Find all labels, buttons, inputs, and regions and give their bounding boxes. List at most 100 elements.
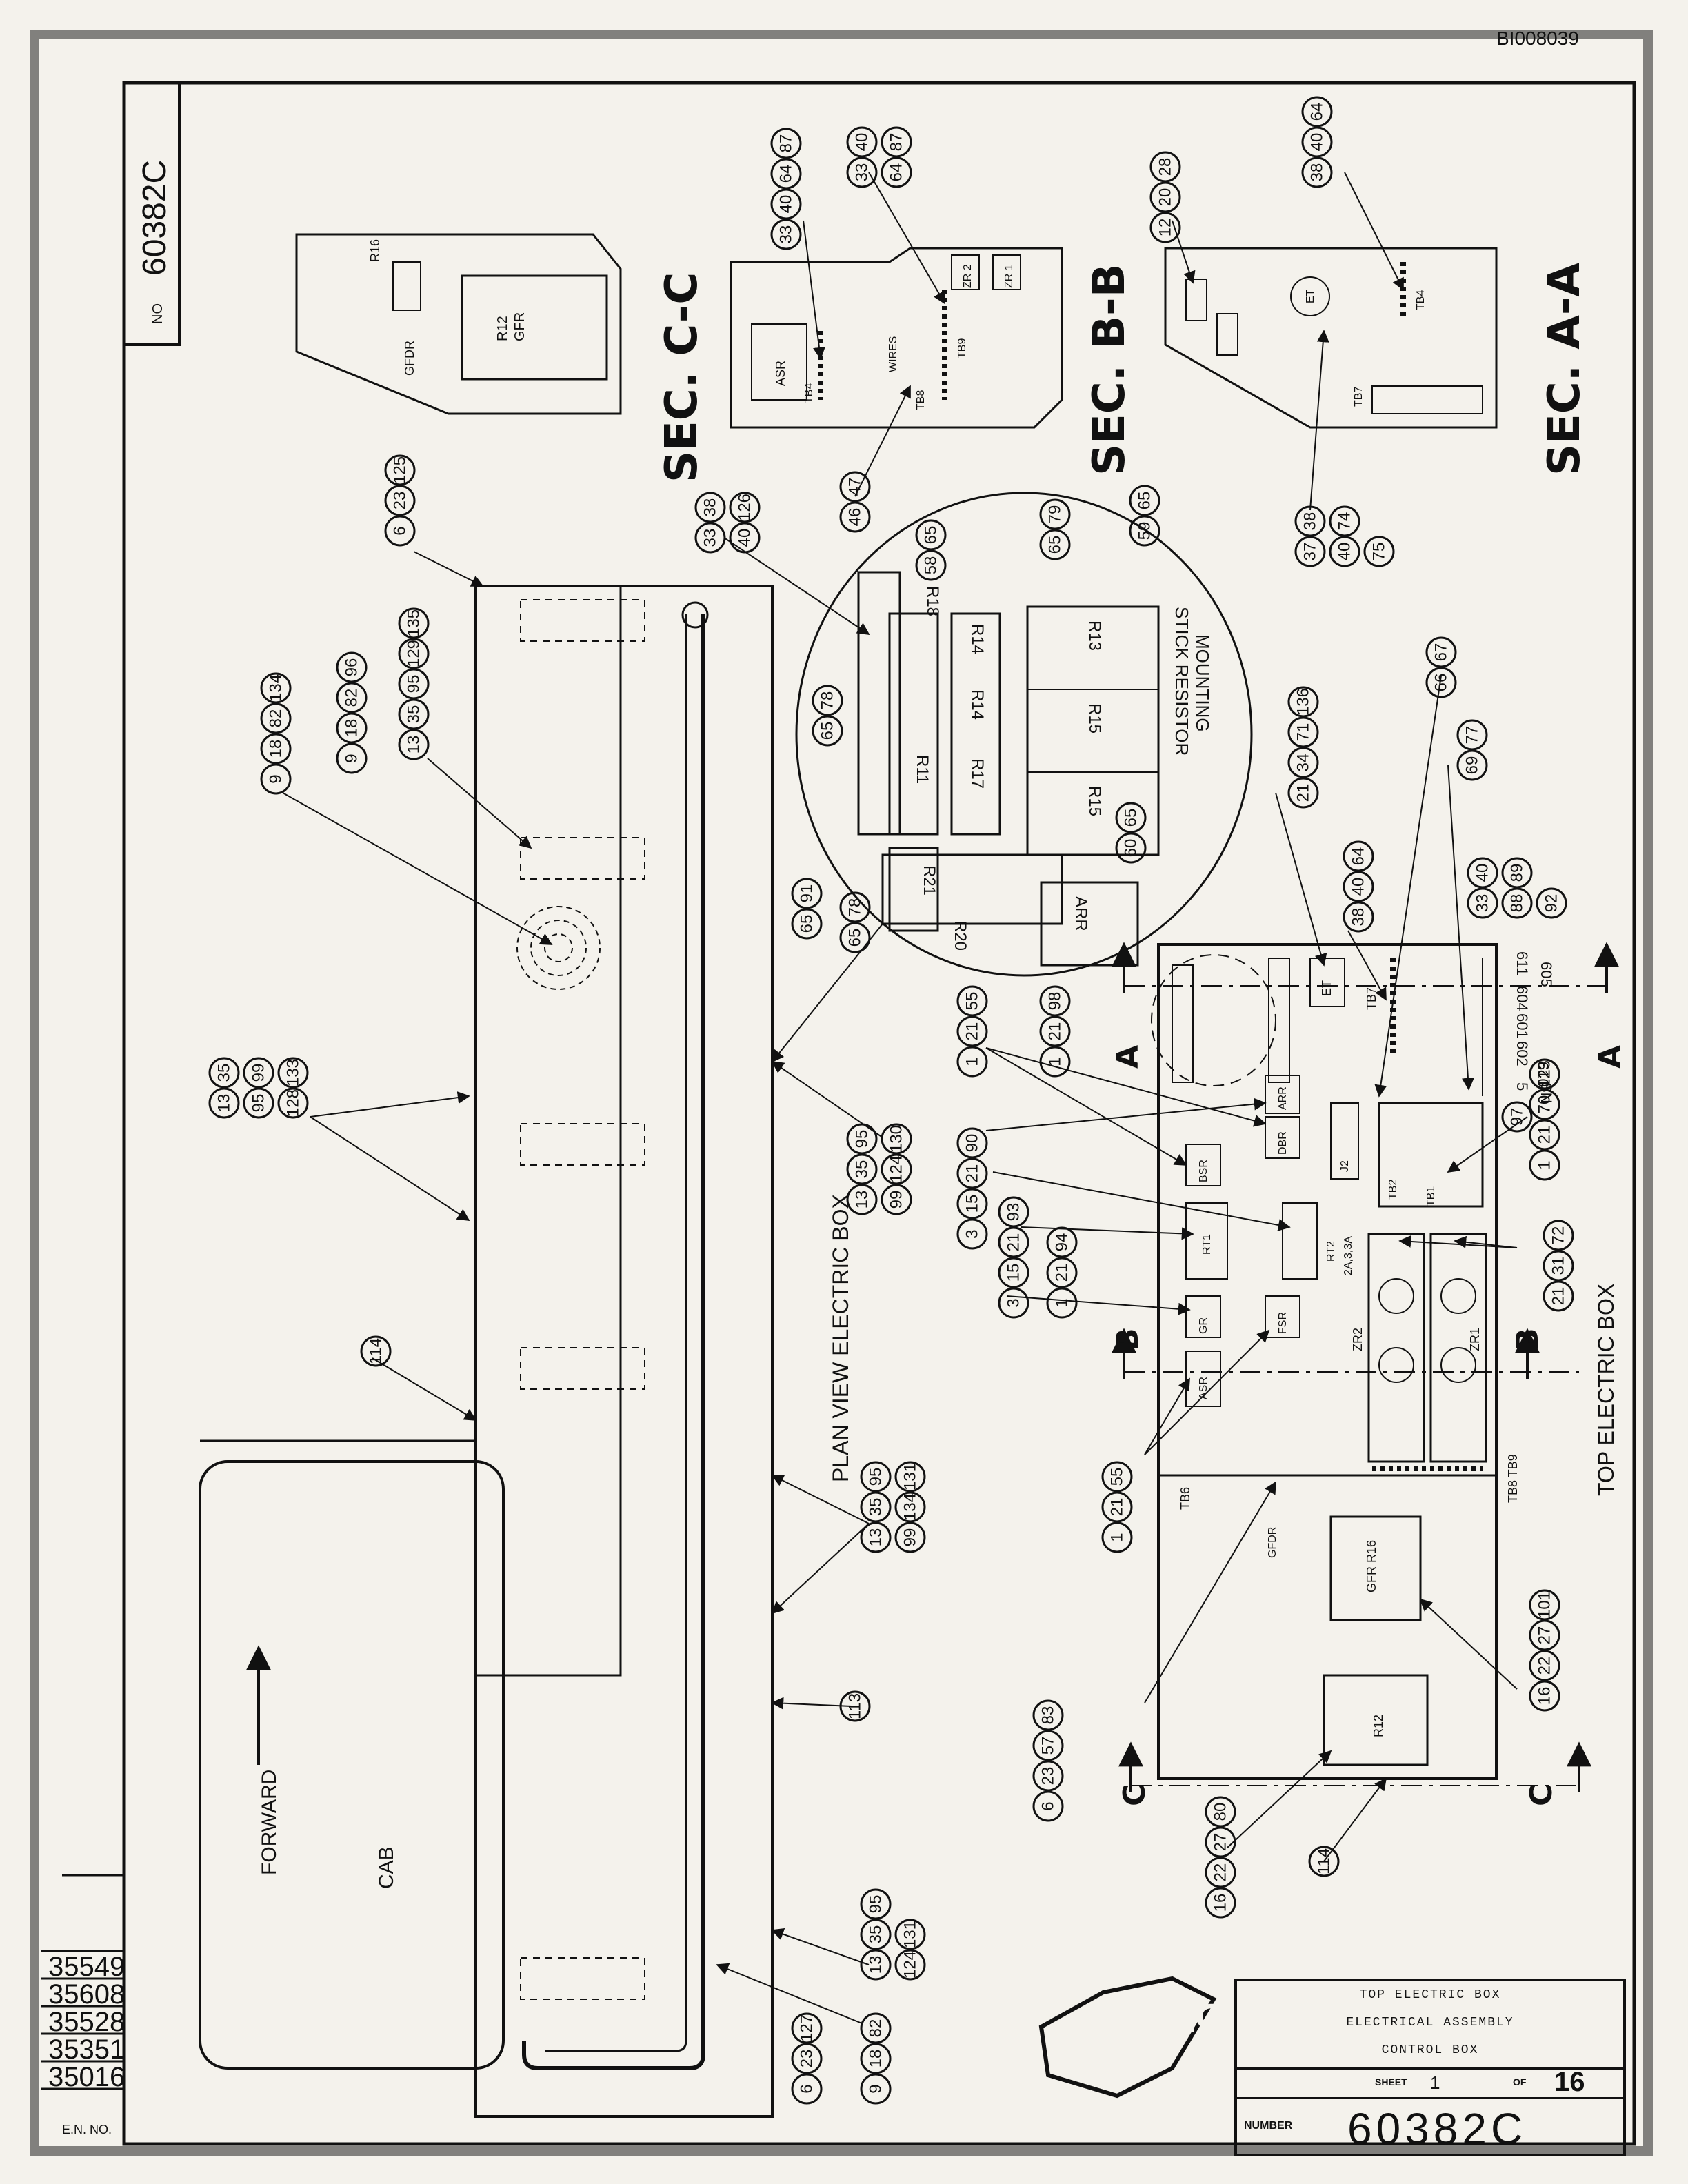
callout-number: 16 <box>1536 1687 1554 1706</box>
callout-circle <box>1287 747 1319 778</box>
callout-number: 71 <box>1294 723 1313 742</box>
title-block: TOP ELECTRIC BOX ELECTRICAL ASSEMBLY CON… <box>1234 1979 1626 2156</box>
callout-number: 27 <box>1212 1833 1230 1852</box>
callout-circle <box>812 715 843 747</box>
callout-circle <box>1501 857 1533 889</box>
callout-circle <box>956 1046 988 1078</box>
section-c-c: R12 GFR R16 GFDR SEC. C-C <box>295 233 707 483</box>
callout-number: 34 <box>1294 754 1313 772</box>
callout-circle <box>860 2073 892 2105</box>
callout-number: 99 <box>887 1191 906 1209</box>
callout-number: 70 <box>1536 1095 1554 1114</box>
callout-number: 13 <box>853 1191 872 1209</box>
callout-number: 13 <box>867 1956 885 1974</box>
r15-label-b: R15 <box>1085 786 1104 816</box>
callout-number: 40 <box>736 529 754 547</box>
top-view-title: TOP ELECTRIC BOX <box>1594 1284 1618 1496</box>
c-gfr-label: GFR <box>512 312 528 341</box>
callout-circle <box>1149 212 1181 243</box>
sec-b-title: SEC. B-B <box>1084 264 1135 476</box>
of-label: OF <box>1513 2076 1527 2087</box>
callout-number: 33 <box>777 225 796 244</box>
callout-number: 95 <box>853 1130 872 1149</box>
callout-circle <box>1039 498 1071 530</box>
callout-number: 21 <box>1549 1287 1568 1306</box>
callout-number: 60 <box>1122 839 1141 858</box>
top-tb6-label: TB6 <box>1178 1487 1192 1510</box>
callout-number: 23 <box>798 2050 816 2068</box>
callout-number: 94 <box>1053 1233 1072 1252</box>
a-tb4-label: TB4 <box>1415 290 1427 310</box>
callout-number: 46 <box>846 508 865 527</box>
callout-circle <box>846 1123 878 1155</box>
callout-circle <box>1467 857 1498 889</box>
callout-number: 90 <box>963 1134 982 1153</box>
callout-circle <box>1115 832 1147 864</box>
stick-resistor-title-1: STICK RESISTOR <box>1172 607 1192 756</box>
callout-circle <box>336 682 368 714</box>
callout-circle <box>243 1087 274 1119</box>
callout-number: 131 <box>901 1463 920 1490</box>
callout-number: 35 <box>867 1498 885 1517</box>
callout-circle <box>384 485 416 516</box>
callout-number: 77 <box>1463 726 1482 745</box>
callout-number: 28 <box>1156 158 1175 176</box>
callout-number: 40 <box>777 195 796 214</box>
top-tb1-label: TB1 <box>1425 1186 1437 1206</box>
callout-number: 89 <box>1508 864 1527 882</box>
callout-circle <box>998 1196 1029 1228</box>
callout-circle <box>384 454 416 486</box>
callout-circle <box>277 1057 309 1089</box>
arr-detail-label: ARR <box>1072 896 1090 931</box>
c-r16-label: R16 <box>368 239 382 262</box>
callout-circle <box>1294 536 1326 567</box>
callout-number: 69 <box>1463 756 1482 775</box>
callout-circle <box>915 519 947 551</box>
callout-circle <box>260 672 292 704</box>
callout-circle <box>1032 1760 1064 1792</box>
callout-number: 13 <box>215 1094 234 1113</box>
callout-circle <box>791 2043 823 2074</box>
sheet-label: SHEET <box>1375 2076 1407 2087</box>
callout-circle <box>846 1153 878 1185</box>
callout-circle <box>1529 1089 1560 1120</box>
callout-number: 22 <box>1536 1657 1554 1675</box>
callout-circle <box>791 878 823 909</box>
callout-number: 21 <box>1053 1264 1072 1282</box>
callout-circle <box>1101 1461 1133 1493</box>
callout-circle <box>1101 1521 1133 1553</box>
stick-resistor-title-2: MOUNTING <box>1192 634 1213 732</box>
callout-number: 67 <box>1432 643 1451 662</box>
callout-circle <box>1205 1826 1236 1858</box>
sheet-total: 16 <box>1554 2067 1585 2097</box>
section-b-b: ASR TB4 TB8 TB9 WIRES ZR 2 ZR 1 SEC. B-B <box>730 247 1135 476</box>
callout-number: 9 <box>343 754 361 762</box>
callout-circle <box>1543 1220 1574 1251</box>
top-zr2-label: ZR2 <box>1351 1328 1365 1351</box>
callout-number: 13 <box>405 736 423 754</box>
callout-number: 16 <box>1212 1894 1230 1912</box>
callout-circle <box>1501 1101 1533 1133</box>
callout-circle <box>1329 536 1360 567</box>
callout-circle <box>1205 1857 1236 1888</box>
callout-number: 55 <box>1108 1468 1127 1486</box>
callout-circle <box>1287 686 1319 718</box>
marker-a-right: A <box>1593 1045 1628 1069</box>
drawing-frame <box>122 81 1636 2146</box>
callout-circle <box>839 922 871 953</box>
callout-number: 18 <box>267 740 285 758</box>
callout-number: 9 <box>267 774 285 783</box>
top-bsr-label: BSR <box>1198 1160 1209 1182</box>
callout-number: 75 <box>1370 543 1389 561</box>
callout-circle <box>260 763 292 795</box>
callout-number: 78 <box>818 691 837 710</box>
callout-circle <box>1425 636 1457 668</box>
callout-number: 35 <box>405 705 423 724</box>
b-tb8-label: TB8 <box>915 390 927 410</box>
callout-number: 55 <box>963 992 982 1011</box>
callout-circle <box>998 1287 1029 1319</box>
callout-number: 35 <box>853 1160 872 1179</box>
callout-circle <box>846 1184 878 1215</box>
callout-number: 9 <box>867 2084 885 2093</box>
callout-number: 38 <box>701 498 720 517</box>
